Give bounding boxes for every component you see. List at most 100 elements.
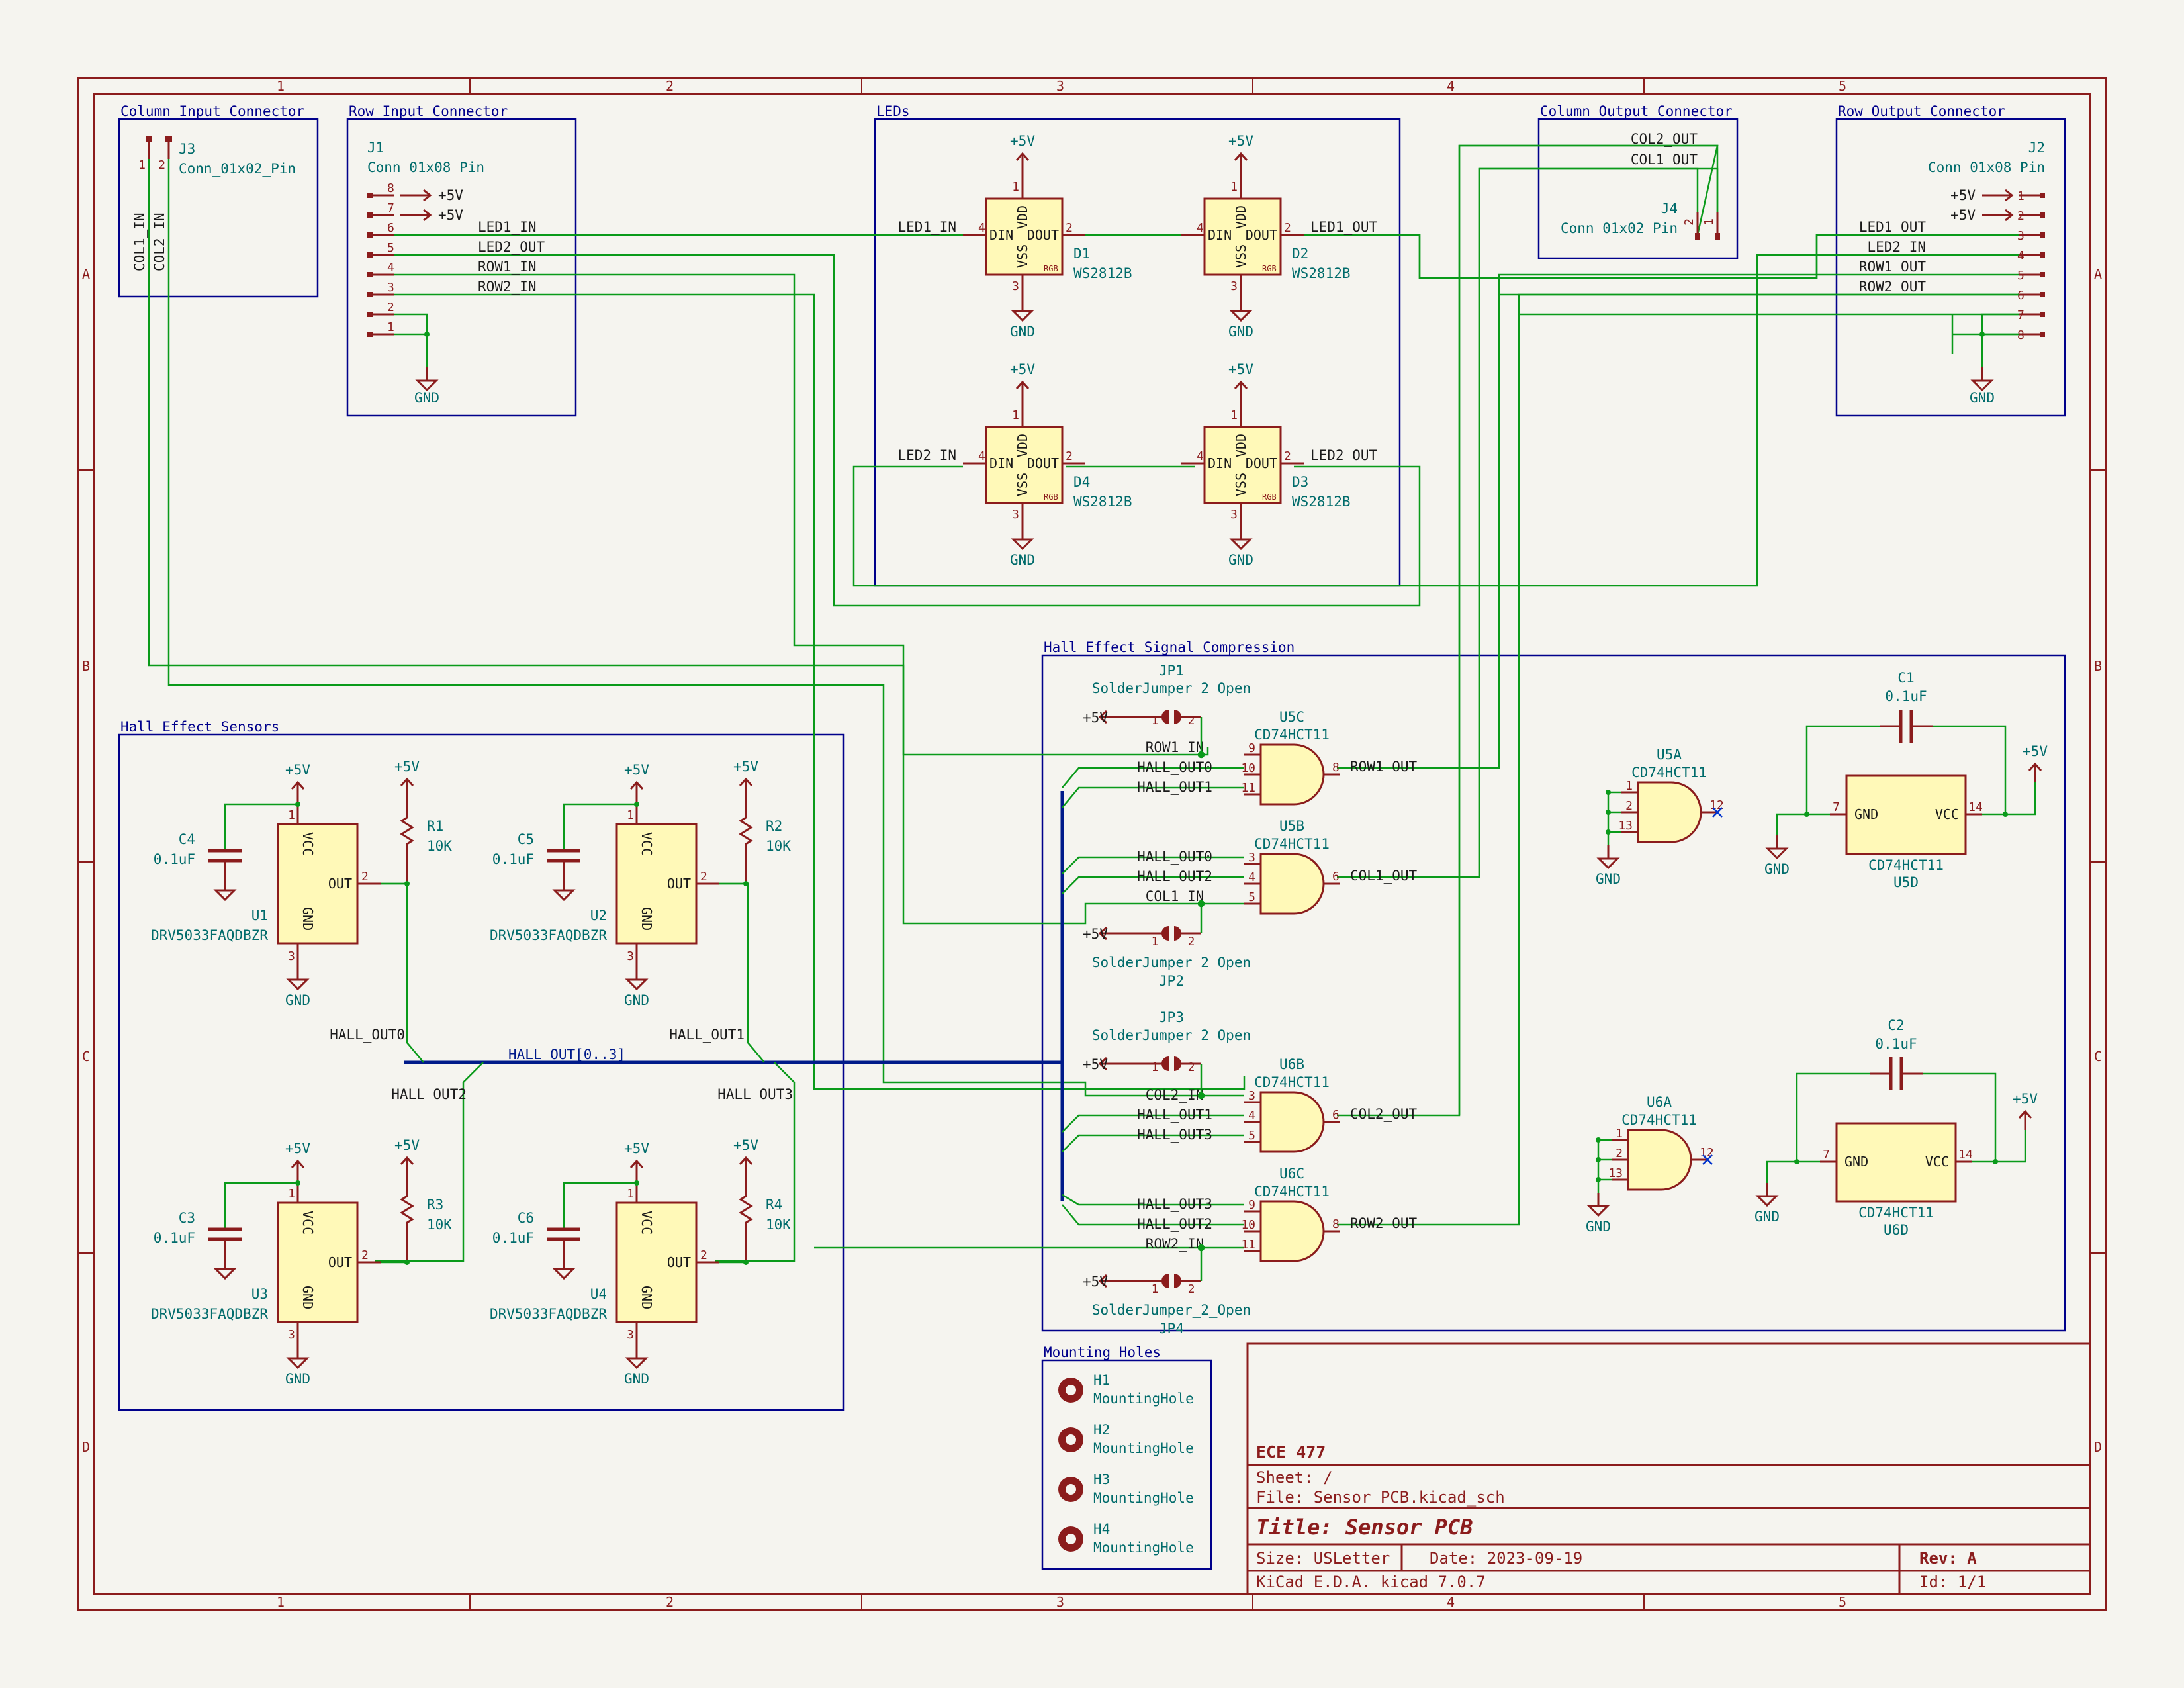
value-unit: CD74HCT11: [1868, 857, 1944, 873]
pin-number: 2: [1188, 1060, 1195, 1074]
power-label: +5V: [624, 762, 649, 778]
pin-number: 14: [1958, 1148, 1973, 1162]
company-text: ECE 477: [1256, 1442, 1326, 1462]
gnd-label: GND: [414, 390, 439, 406]
pin-number: 1: [1615, 1127, 1623, 1141]
net-col1-in: COL1_IN: [132, 212, 148, 271]
pin-number: 3: [1230, 508, 1238, 522]
ref-res: R3: [427, 1197, 443, 1213]
value-d3: WS2812B: [1292, 494, 1351, 510]
power-label: +5V: [733, 759, 758, 774]
pin-number: 3: [627, 1328, 634, 1342]
pin-number: 4: [978, 221, 985, 235]
rev-text: Rev: A: [1919, 1549, 1977, 1568]
rgb-mark: RGB: [1044, 492, 1058, 502]
group-mounting-box: [1041, 1359, 1212, 1570]
net-label: HALL_OUT2: [1137, 868, 1212, 884]
group-row-in-box: [346, 118, 577, 417]
pin-number: 2: [1284, 449, 1291, 463]
pin-name: VCC: [300, 1211, 316, 1235]
frame-row-label: A: [2094, 266, 2102, 282]
power-label: +5V: [1083, 926, 1108, 942]
pin-number: 7: [1823, 1148, 1830, 1162]
gnd-symbol: [1230, 525, 1251, 550]
ref-j2: J2: [2028, 140, 2045, 156]
frame-col-label: 5: [1839, 1594, 1846, 1610]
value-j2: Conn_01x08_Pin: [1928, 160, 2045, 175]
hall-sensor-u3: VCCGNDOUT132U3DRV5033FAQDBZR+5VGNDC30.1u…: [151, 1137, 452, 1387]
ref-cap: C1: [1897, 670, 1914, 686]
ref-gate: U6B: [1279, 1056, 1304, 1072]
gnd-label: GND: [1764, 861, 1790, 877]
power-label: +5V: [394, 1137, 420, 1153]
hall-sensor-u2: VCCGNDOUT132U2DRV5033FAQDBZR+5VGNDC50.1u…: [490, 759, 791, 1008]
group-title-compression: Hall Effect Signal Compression: [1044, 639, 1295, 655]
ref-res: R2: [766, 818, 782, 834]
pin-number: 3: [387, 281, 394, 295]
net-row2-out: ROW2_OUT: [1859, 279, 1927, 295]
frame-row-label: C: [82, 1049, 90, 1064]
frame-col-label: 2: [666, 78, 674, 94]
power-label: +5V: [1083, 1056, 1108, 1072]
value-j3: Conn_01x02_Pin: [179, 161, 296, 177]
ref-unit: U6D: [1884, 1222, 1909, 1238]
pin-number: 2: [1188, 714, 1195, 727]
pin-name: VDD: [1233, 205, 1249, 229]
net-label: COL2_IN: [1146, 1087, 1205, 1103]
ref-gate: U5B: [1279, 818, 1304, 834]
file-text: File: Sensor PCB.kicad_sch: [1256, 1488, 1505, 1507]
ref-cap: C4: [179, 831, 195, 847]
ref-res: R4: [766, 1197, 782, 1213]
power-5v-symbol: [1015, 381, 1030, 402]
net-5v: +5V: [438, 207, 463, 223]
pin-number: 1: [1152, 935, 1159, 949]
gnd-symbol: [287, 965, 308, 990]
net-row1-out: ROW1_OUT: [1859, 259, 1927, 275]
size-text: Size: USLetter: [1256, 1549, 1390, 1568]
net-hall-out1: HALL_OUT1: [669, 1027, 745, 1043]
rgb-mark: RGB: [1044, 264, 1058, 273]
pin-name: VCC: [639, 1211, 655, 1235]
value-cap: 0.1uF: [492, 851, 534, 867]
pin-name: GND: [639, 1286, 655, 1309]
pin-number: 8: [387, 181, 394, 195]
pin-name: DIN: [1208, 455, 1232, 471]
pin-number: 2: [1188, 1282, 1195, 1296]
pin-number: 1: [138, 158, 146, 172]
net-led1-in: LED1_IN: [478, 219, 537, 235]
pin-number: 4: [1248, 870, 1255, 884]
pin-number: 1: [1152, 1282, 1159, 1296]
value-jumper: SolderJumper_2_Open: [1092, 955, 1251, 970]
power-label: +5V: [1010, 361, 1035, 377]
power-5v-symbol: [1234, 381, 1248, 402]
power-5v-symbol: [400, 778, 414, 799]
group-title-col-in: Column Input Connector: [120, 103, 304, 119]
pin-number: 4: [1248, 1109, 1255, 1123]
pin-number: 6: [387, 221, 394, 235]
value-d1: WS2812B: [1073, 265, 1132, 281]
pin-number: 5: [387, 241, 394, 255]
power-label: +5V: [285, 762, 310, 778]
power-5v-symbol: [291, 781, 305, 802]
pin-name: OUT: [667, 1254, 691, 1270]
pin-name: DIN: [989, 455, 1013, 471]
group-title-col-out: Column Output Connector: [1540, 103, 1733, 119]
pin-name: OUT: [328, 1254, 352, 1270]
pin-name: VSS: [1015, 473, 1030, 496]
pin-number: 9: [1248, 1198, 1255, 1212]
frame-row-label: B: [82, 658, 90, 674]
pin-name: VCC: [1925, 1154, 1949, 1170]
value-cap: 0.1uF: [154, 851, 195, 867]
pin-number: 3: [2017, 229, 2025, 243]
net-5v: +5V: [438, 187, 463, 203]
net-5v: +5V: [1950, 187, 1976, 203]
pin-number: 2: [1682, 218, 1696, 226]
pin-number: 6: [2017, 289, 2025, 303]
pin-name: VSS: [1015, 244, 1030, 268]
net-label: COL1_OUT: [1350, 868, 1418, 884]
